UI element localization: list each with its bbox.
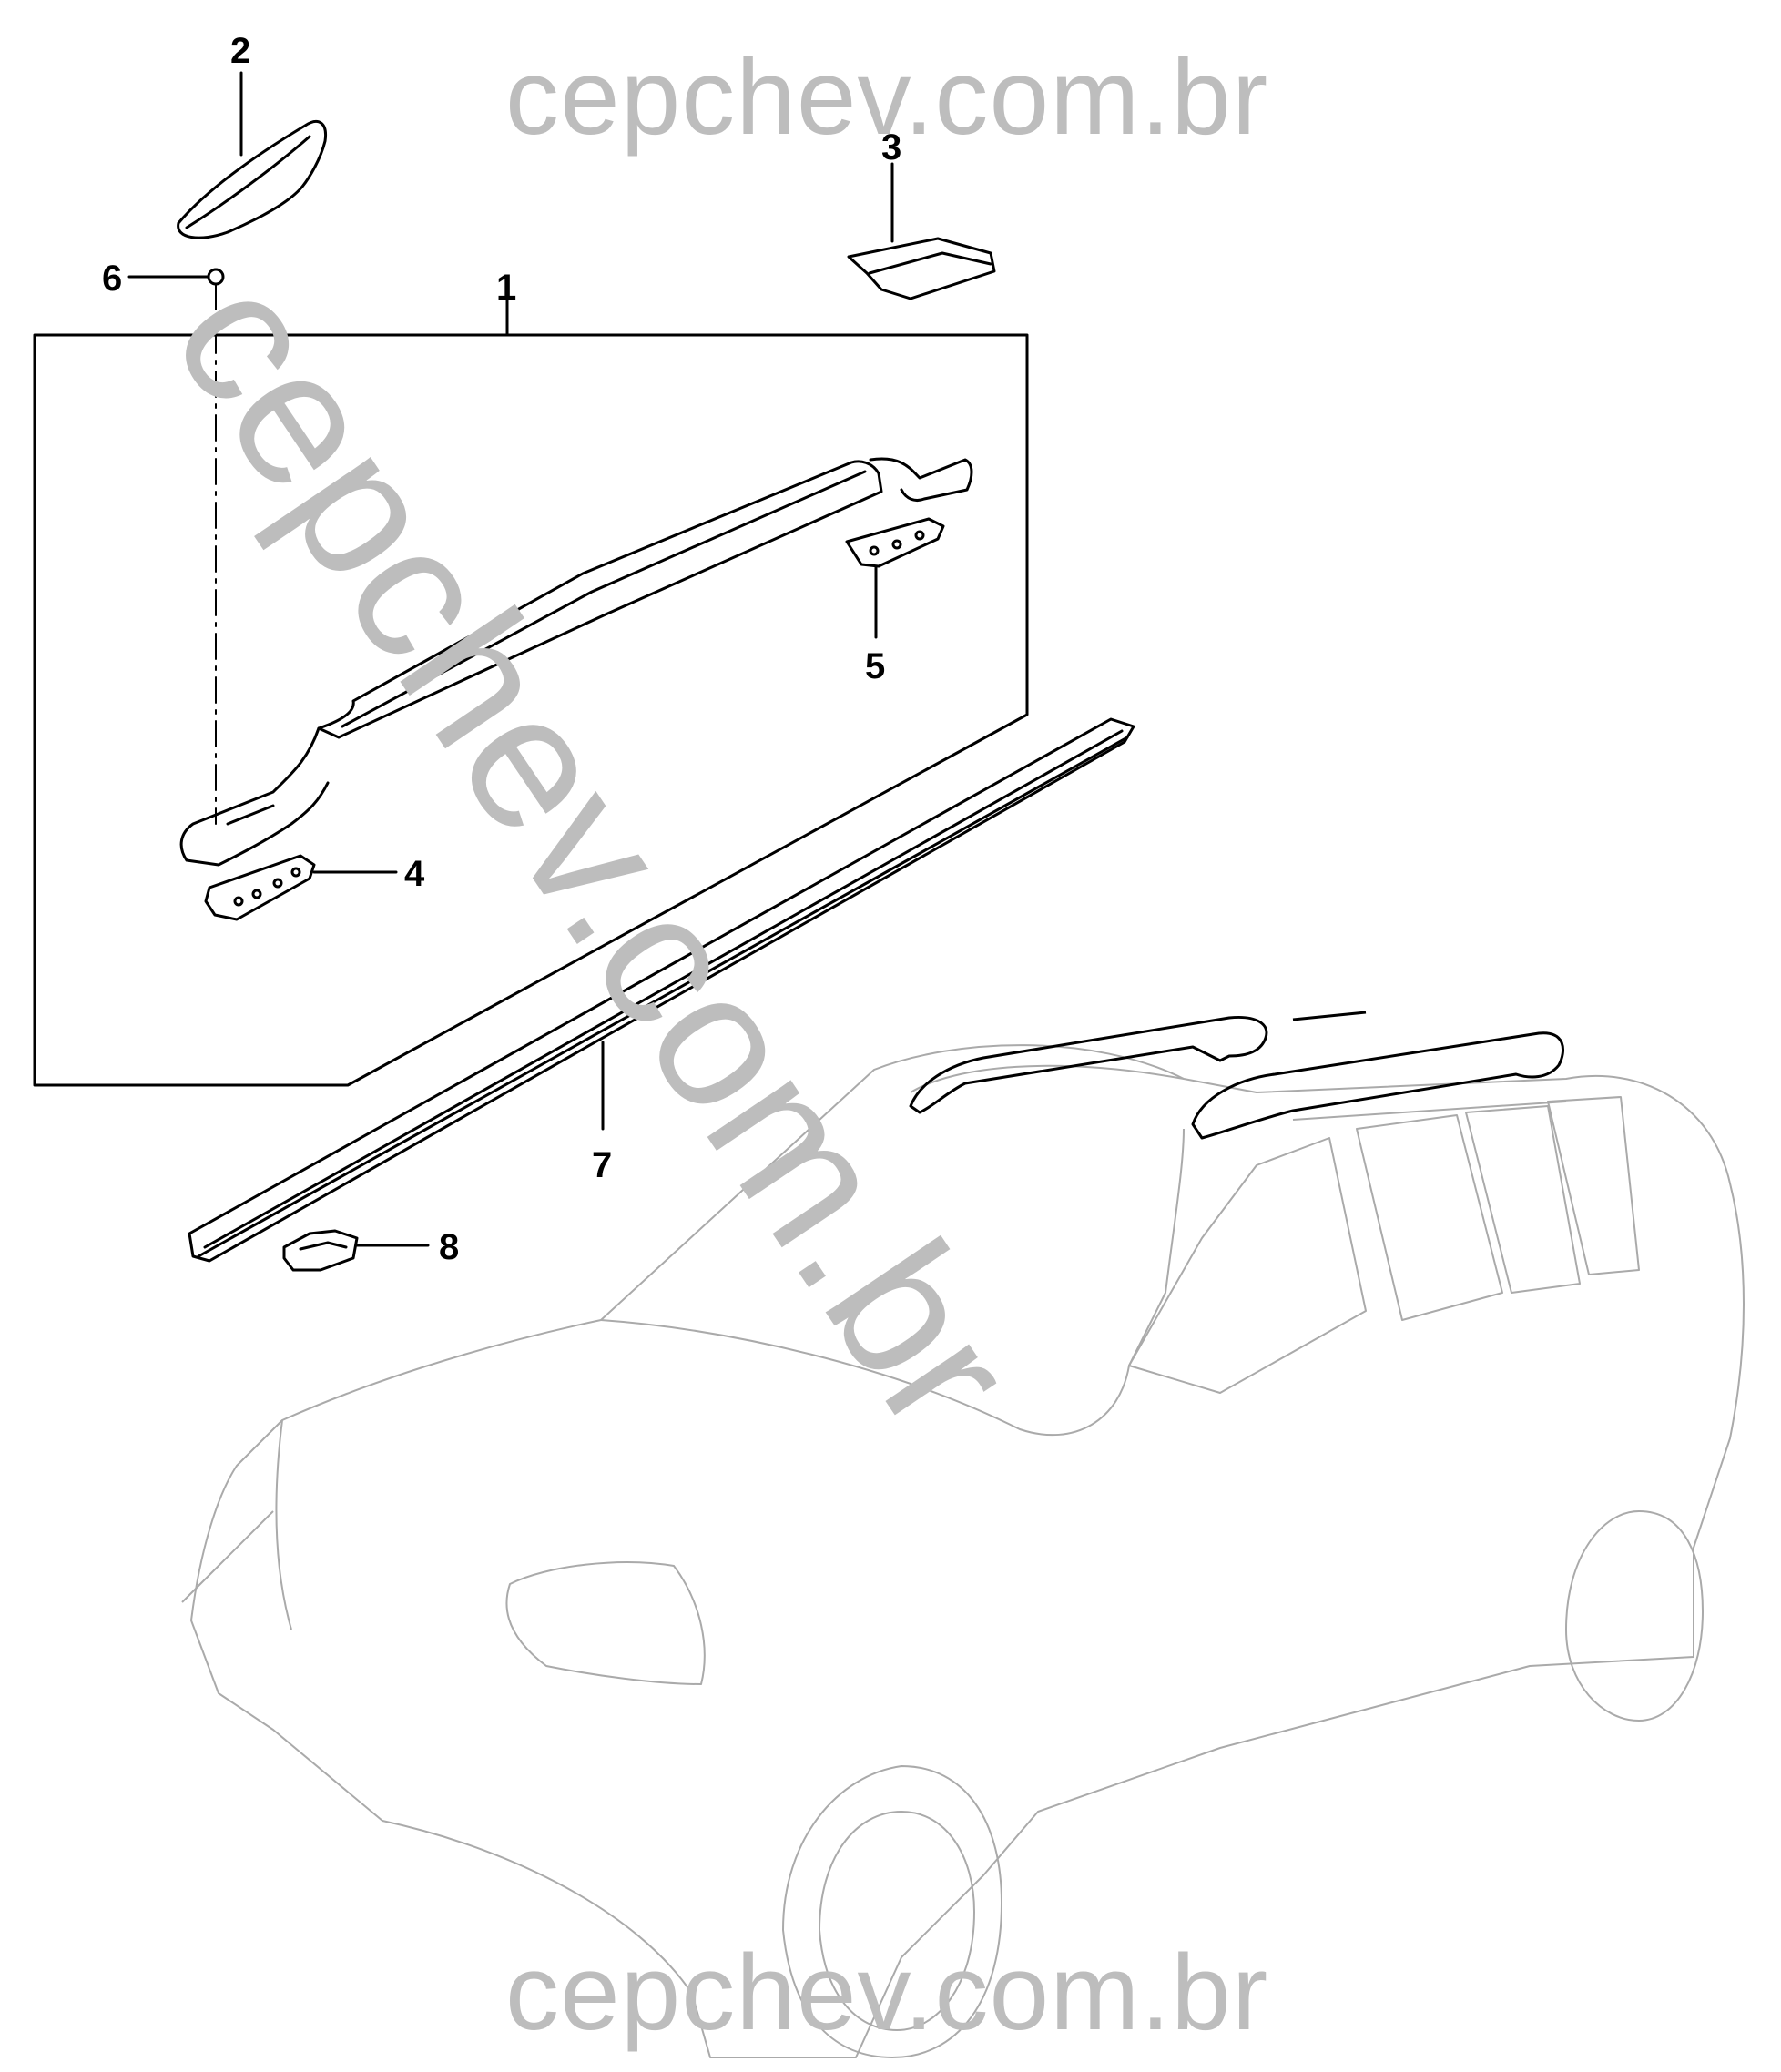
group-box-1 [33, 333, 1029, 1087]
callout-8: 8 [439, 1227, 460, 1267]
watermark-top: cepchev.com.br [505, 37, 1269, 157]
callout-1: 1 [496, 268, 517, 308]
watermark-bottom: cepchev.com.br [505, 1933, 1269, 2053]
callout-5: 5 [865, 646, 886, 686]
part-7-molding [188, 717, 1135, 1263]
callout-6: 6 [102, 259, 123, 299]
callout-2: 2 [230, 31, 251, 71]
part-8-clip [282, 1229, 359, 1272]
part-6-nut [207, 268, 225, 286]
car-roof-rails [909, 1011, 1565, 1140]
callout-4: 4 [404, 854, 425, 894]
part-5-base-plate [845, 517, 945, 568]
callout-7: 7 [592, 1145, 613, 1185]
part-4-base-plate [204, 854, 316, 921]
part-3-cover [847, 237, 996, 300]
part-2-end-cap [177, 120, 328, 239]
car-outline [181, 1044, 1745, 2058]
part-1-roof-rail [317, 460, 883, 739]
callout-3: 3 [881, 127, 902, 168]
